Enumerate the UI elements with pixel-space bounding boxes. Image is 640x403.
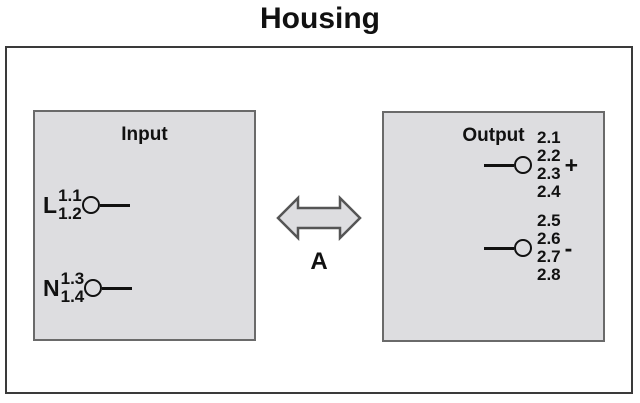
terminal-lead-icon [102,286,133,290]
terminal-row: 2.1 2.2 2.3 2.4 + [484,127,578,203]
terminal-number: 2.1 [537,127,561,147]
terminal-node-icon [514,239,532,257]
terminal-number: 2.5 [537,210,561,230]
phase-letter: L [43,191,58,218]
terminal-number-stack: 1.3 1.4 [60,268,85,306]
terminal-node-icon [81,196,100,214]
terminal-lead-icon [99,203,130,207]
terminal-number-stack: 1.1 1.2 [58,185,82,223]
arrow-label: A [310,248,328,275]
terminal-lead-icon [484,163,514,167]
terminal-number: 2.6 [537,228,561,248]
input-block-title: Input [121,124,168,145]
terminal-lead-icon [484,246,514,250]
terminal-node-icon [514,156,532,174]
terminal-row: L 1.1 1.2 [43,167,130,243]
page-title: Housing [260,2,380,35]
terminal-number: 1.1 [58,185,82,205]
terminal-number: 1.2 [58,204,82,223]
phase-letter: N [43,274,60,301]
terminal-number: 2.3 [537,164,561,183]
input-block: Input L 1.1 1.2 N 1.3 1.4 [33,110,256,341]
terminal-number: 1.3 [60,268,85,288]
terminal-number: 2.4 [537,182,561,202]
terminal-number: 2.7 [537,247,561,266]
terminal-number-stack: 2.1 2.2 2.3 2.4 [537,127,561,202]
terminal-number: 1.4 [60,287,85,306]
terminal-number: 2.2 [537,145,561,165]
polarity-sign: + [564,151,579,178]
terminal-number-stack: 2.5 2.6 2.7 2.8 [537,210,561,285]
double-headed-arrow-icon [276,192,362,244]
output-block-title: Output [462,125,525,146]
polarity-sign: - [564,234,573,261]
terminal-row: 2.5 2.6 2.7 2.8 - [484,210,572,286]
terminal-row: N 1.3 1.4 [43,250,133,326]
terminal-node-icon [84,279,103,297]
output-block: Output 2.1 2.2 2.3 2.4 + 2.5 2.6 2.7 2.8… [382,111,605,342]
terminal-number: 2.8 [537,265,561,285]
